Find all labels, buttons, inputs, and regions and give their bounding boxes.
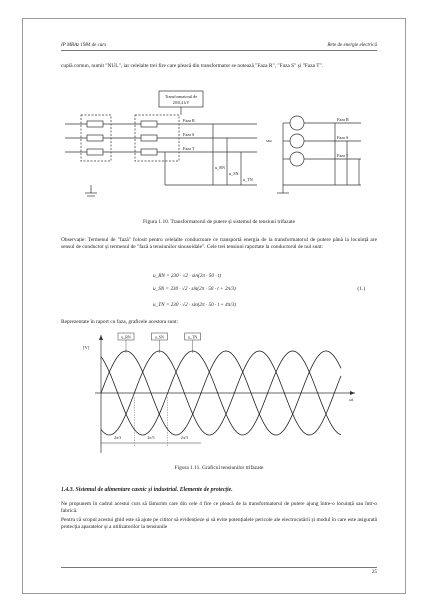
equation-usn: u_SN = 230 · √2 · sin(2π · 50 · t + 2π/3… (153, 286, 236, 292)
series-line-urn (100, 350, 342, 436)
paragraph-course-intro: Ne propunem în cadrul acestui curs să lă… (61, 501, 377, 515)
mid-label-sn: u_SN (229, 171, 239, 176)
mid-label-tn: u_TN (243, 177, 253, 182)
paragraph-graph-intro: Reprezentate în raport cu faza, graficel… (61, 319, 179, 325)
phase-shift-label: 2π/3 (147, 435, 154, 440)
paragraph-observation: Observație: Termenul de "fază" folosit p… (61, 237, 377, 251)
series-line-usn (100, 350, 342, 436)
y-axis-arrow (99, 335, 103, 340)
paragraph-intro: cuplă comun, numit "NUL", iar celelalte … (61, 63, 324, 69)
x-axis-label: ωt (349, 397, 354, 402)
equation-utn: u_TN = 230 · √2 · sin(2π · 50 · t + 4π/3… (153, 302, 237, 308)
figure-transformer-diagram: Transformatorul de 20/0,4 kV Faza R Faza… (65, 90, 361, 197)
y-axis-label: [V] (83, 345, 90, 350)
left-label-r: Faza R (183, 118, 195, 123)
document-page: IP MBAz 1984 de curs Rete de energie ele… (22, 18, 406, 594)
header-left: IP MBAz 1984 de curs (61, 43, 107, 48)
sau-label: sau (266, 138, 272, 143)
left-label-s: Faza S (183, 132, 195, 137)
chart-three-phase-sine: [V] ωt u_RN u_SN u_TN 2π/3 2π/3 2π/3 (83, 332, 355, 453)
section-heading: 1.4.3. Sistemul de alimentare casnic și … (61, 487, 233, 493)
series-label: u_TN (188, 334, 197, 339)
right-label-s: Faza S (337, 135, 349, 140)
header-right: Rete de energie electrică (327, 43, 377, 48)
phase-shift-label: 2π/3 (114, 435, 121, 440)
right-label-t: Faza T (337, 153, 349, 158)
series-label: u_RN (121, 334, 131, 339)
series-line-utn (100, 350, 342, 436)
box-label-line1: Transformatorul de (165, 94, 197, 99)
box-label-line2: 20/0,4 kV (173, 100, 190, 106)
paragraph-safety: Pentru că scopul acestui ghid este să aj… (61, 517, 377, 531)
series-label: u_SN (155, 334, 164, 339)
page-number: 25 (372, 570, 377, 575)
right-label-r: Faza R (337, 117, 349, 122)
running-header: IP MBAz 1984 de curs Rete de energie ele… (61, 43, 377, 51)
caption-figure-1-10: Figura 1.10. Transformatorul de putere ș… (143, 219, 295, 225)
left-label-t: Faza T (183, 146, 195, 151)
x-axis-arrow (350, 391, 355, 395)
phase-shift-label: 2π/3 (181, 435, 188, 440)
equation-number: (1.) (357, 286, 365, 292)
mid-label-rn: u_RN (215, 165, 225, 170)
page-footer: 25 (61, 567, 377, 575)
equation-urn: u_RN = 230 · √2 · sin(2π · 50 · t) (153, 273, 222, 279)
caption-figure-1-11: Figura 1.11. Graficul tensiunilor trifaz… (174, 465, 264, 471)
